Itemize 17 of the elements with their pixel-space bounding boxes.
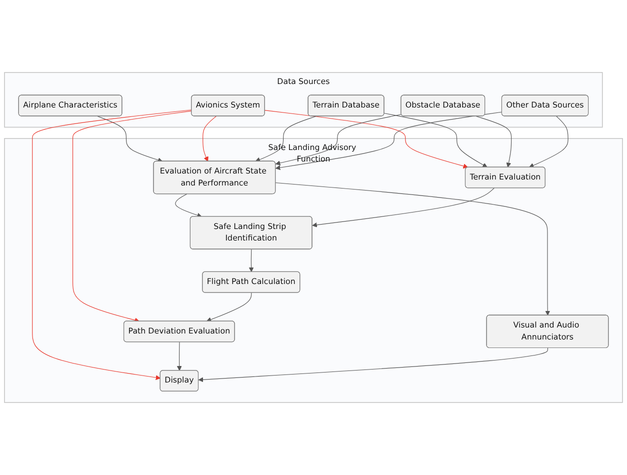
arrow <box>312 188 494 228</box>
arrow <box>97 116 163 162</box>
arrow <box>175 194 202 218</box>
arrow <box>176 342 182 371</box>
arrow <box>275 182 550 316</box>
arrow <box>206 292 252 322</box>
arrow <box>529 116 568 168</box>
arrow <box>275 114 402 166</box>
arrow <box>32 110 192 380</box>
arrow <box>264 110 468 168</box>
arrow <box>384 112 488 168</box>
arrow <box>72 110 192 323</box>
arrow <box>198 348 548 382</box>
arrow <box>202 116 216 162</box>
arrow <box>248 249 254 272</box>
arrow <box>275 112 502 170</box>
arrow <box>476 116 512 168</box>
